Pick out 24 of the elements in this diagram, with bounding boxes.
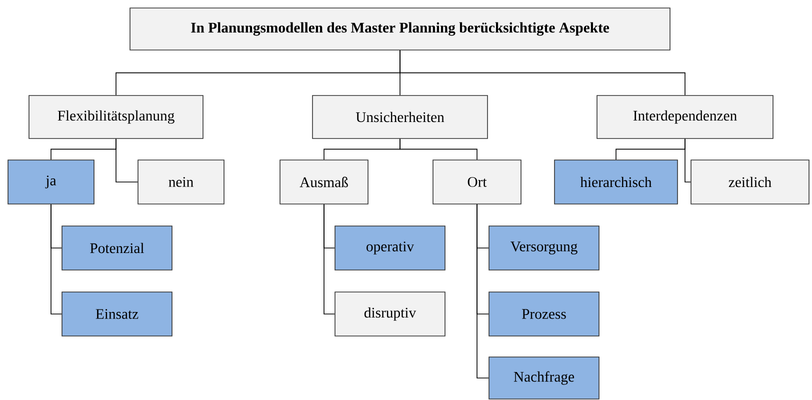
connector-line xyxy=(400,138,478,160)
connector-line xyxy=(116,138,138,182)
aspect-box: disruptiv xyxy=(334,292,446,336)
aspect-box: Flexibilitätsplanung xyxy=(28,95,204,139)
connector-line xyxy=(476,204,489,378)
category-box: Prozess xyxy=(488,292,600,336)
category-box: Einsatz xyxy=(62,292,172,336)
category-box: operativ xyxy=(334,226,446,270)
title-box: In Planungsmodellen des Master Planning berücksichtigte Aspekte xyxy=(130,8,670,50)
connector-line xyxy=(324,204,335,314)
aspect-box: Ort xyxy=(432,160,522,204)
aspect-box: Ausmaß xyxy=(280,160,368,204)
aspect-box: Interdependenzen xyxy=(596,95,774,139)
category-box: Nachfrage xyxy=(488,356,600,400)
category-box: ja xyxy=(8,160,94,204)
aspect-box: zeitlich xyxy=(690,160,810,204)
aspect-box: Unsicherheiten xyxy=(312,95,488,139)
category-box: Potenzial xyxy=(62,226,172,270)
category-box: Versorgung xyxy=(488,226,600,270)
aspect-box: nein xyxy=(138,160,224,204)
category-box: hierarchisch xyxy=(554,160,678,204)
connector-line xyxy=(50,204,62,314)
connector-line xyxy=(684,138,692,182)
connector-line xyxy=(400,50,686,96)
